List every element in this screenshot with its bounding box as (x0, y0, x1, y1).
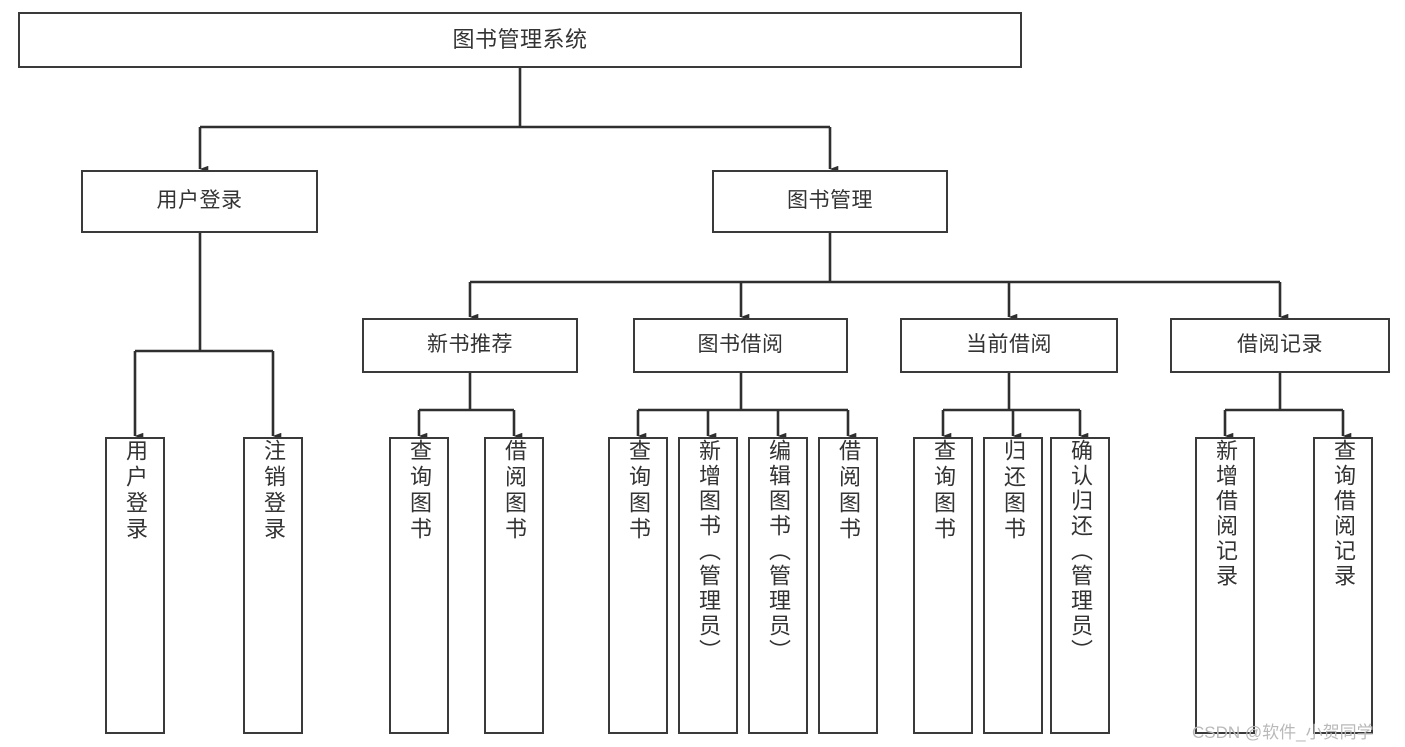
node-label: 当前借阅 (966, 333, 1052, 357)
node-leaf_user_logout[interactable]: 注销登录 (243, 437, 303, 734)
node-leaf_query_book_3[interactable]: 查询图书 (913, 437, 973, 734)
node-leaf_query_book_2[interactable]: 查询图书 (608, 437, 668, 734)
node-user_login[interactable]: 用户登录 (81, 170, 318, 233)
node-label: 用户登录 (123, 439, 148, 543)
node-book_mgmt[interactable]: 图书管理 (712, 170, 948, 233)
node-leaf_add_record[interactable]: 新增借阅记录 (1195, 437, 1255, 734)
node-new_book_rec[interactable]: 新书推荐 (362, 318, 578, 373)
node-label: 用户登录 (156, 189, 243, 213)
node-label: 注销登录 (261, 439, 286, 543)
node-label: 新增图书（管理员） (696, 439, 721, 664)
node-leaf_edit_book[interactable]: 编辑图书（管理员） (748, 437, 808, 734)
node-book_borrow[interactable]: 图书借阅 (633, 318, 848, 373)
node-label: 编辑图书（管理员） (766, 439, 791, 664)
watermark-text: CSDN @软件_小贺同学 (1192, 723, 1374, 742)
node-label: 借阅图书 (502, 439, 527, 543)
node-label: 查询图书 (626, 439, 651, 543)
node-leaf_confirm_return[interactable]: 确认归还（管理员） (1050, 437, 1110, 734)
node-label: 图书管理 (787, 189, 873, 213)
node-label: 查询借阅记录 (1331, 439, 1356, 589)
node-label: 图书借阅 (697, 333, 784, 357)
node-label: 查询图书 (407, 439, 432, 543)
node-leaf_user_login[interactable]: 用户登录 (105, 437, 165, 734)
node-label: 归还图书 (1001, 439, 1026, 543)
node-root[interactable]: 图书管理系统 (18, 12, 1022, 68)
node-leaf_return_book[interactable]: 归还图书 (983, 437, 1043, 734)
node-label: 确认归还（管理员） (1068, 439, 1093, 664)
node-label: 新增借阅记录 (1213, 439, 1238, 589)
node-leaf_query_book_1[interactable]: 查询图书 (389, 437, 449, 734)
node-leaf_add_book[interactable]: 新增图书（管理员） (678, 437, 738, 734)
node-label: 借阅图书 (836, 439, 861, 543)
node-label: 借阅记录 (1237, 333, 1323, 357)
node-borrow_record[interactable]: 借阅记录 (1170, 318, 1390, 373)
node-leaf_borrow_book_2[interactable]: 借阅图书 (818, 437, 878, 734)
node-leaf_query_record[interactable]: 查询借阅记录 (1313, 437, 1373, 734)
node-leaf_borrow_book_1[interactable]: 借阅图书 (484, 437, 544, 734)
node-current_borrow[interactable]: 当前借阅 (900, 318, 1118, 373)
node-label: 新书推荐 (427, 333, 513, 357)
node-label: 图书管理系统 (452, 27, 588, 53)
node-label: 查询图书 (931, 439, 956, 543)
